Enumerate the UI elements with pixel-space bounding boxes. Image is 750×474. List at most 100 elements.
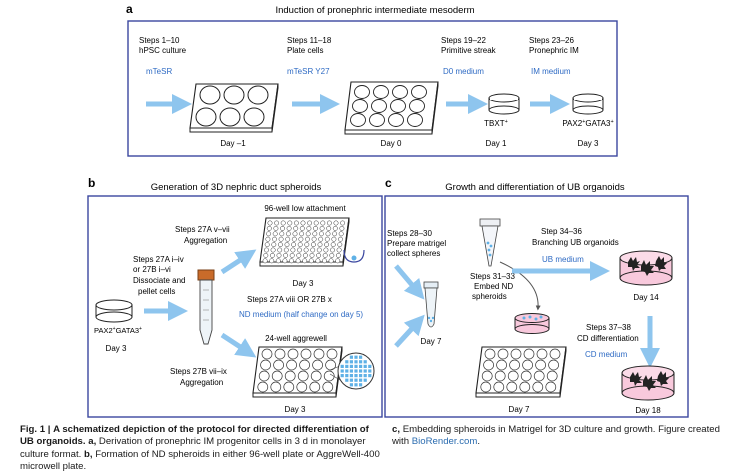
well (310, 370, 322, 382)
well (519, 381, 531, 393)
well (318, 236, 324, 242)
plate-96 (259, 217, 350, 267)
well (277, 242, 283, 248)
microwell (368, 369, 372, 373)
microwell (359, 364, 363, 368)
well (297, 247, 302, 253)
panel-a: a Induction of pronephric intermediate m… (126, 2, 618, 157)
well (316, 252, 322, 258)
dissociate-desc2: pellet cells (138, 287, 175, 296)
well (324, 242, 330, 248)
cd-steps: Steps 37–38 (586, 323, 631, 332)
well (340, 220, 346, 226)
day-a4-label: Day 3 (578, 139, 599, 148)
caption-b-label: b, (84, 448, 93, 460)
panel-b-title: Generation of 3D nephric duct spheroids (151, 182, 322, 193)
start-day: Day 3 (106, 344, 127, 353)
well (536, 348, 548, 360)
well (299, 231, 305, 237)
caption-c-text: Embedding spheroids in Matrigel for 3D c… (392, 424, 720, 448)
well (258, 370, 270, 382)
well (523, 348, 535, 360)
well (546, 370, 558, 382)
panel-c: c Growth and differentiation of UB organ… (384, 176, 689, 418)
well (330, 242, 336, 248)
well (320, 220, 326, 226)
well (533, 370, 545, 382)
well (286, 225, 292, 231)
well (283, 247, 289, 253)
well (296, 252, 302, 258)
panel-a-letter: a (126, 2, 133, 16)
well (291, 236, 297, 242)
day-a3-label: Day 1 (486, 139, 507, 148)
well (286, 359, 297, 371)
embed-desc1: Embed ND (474, 282, 513, 291)
microwell (345, 369, 349, 373)
well (319, 225, 325, 231)
cd-medium: CD medium (585, 350, 628, 359)
step-a3-desc: Primitive streak (441, 46, 497, 55)
well (310, 242, 316, 248)
well (283, 252, 289, 258)
microwell (354, 383, 358, 387)
cd-day: Day 18 (635, 406, 661, 415)
plate96-day: Day 3 (293, 279, 314, 288)
microwell (354, 360, 358, 364)
well (548, 359, 559, 371)
well (264, 247, 269, 253)
microwell (345, 374, 349, 378)
well (335, 252, 341, 258)
well (480, 381, 492, 393)
well (313, 220, 319, 226)
well (535, 359, 546, 371)
caption-right: c, Embedding spheroids in Matrigel for 3… (392, 424, 737, 449)
microwell (354, 369, 358, 373)
branch-desc: Branching UB organoids (532, 238, 619, 247)
microwell (363, 378, 367, 382)
well (322, 258, 327, 264)
microwell (349, 369, 353, 373)
agg2-desc: Aggregation (180, 378, 223, 387)
branch-medium: UB medium (542, 255, 584, 264)
prep-desc1: Prepare matrigel (387, 239, 446, 248)
well (333, 220, 339, 226)
well (300, 348, 312, 360)
well (277, 247, 283, 253)
microwell (349, 364, 353, 368)
well (257, 381, 269, 393)
agg1-steps: Steps 27A v–vii (175, 225, 230, 234)
biorender-link[interactable]: BioRender.com (411, 436, 478, 448)
dissociate-desc1: Dissociate and (133, 276, 185, 285)
well (272, 231, 278, 237)
well (331, 236, 337, 242)
well (299, 359, 310, 371)
plate-c-day: Day 7 (509, 405, 530, 414)
well (545, 381, 557, 393)
start-marker: PAX2+GATA3+ (94, 326, 142, 335)
pink-dish-small (514, 313, 550, 334)
well (311, 236, 317, 242)
well (299, 225, 305, 231)
branch-steps: Step 34–36 (541, 227, 582, 236)
well (332, 225, 338, 231)
microwell (359, 383, 363, 387)
well (273, 225, 279, 231)
panel-a-title: Induction of pronephric intermediate mes… (275, 5, 474, 16)
well (283, 381, 295, 393)
well (312, 231, 318, 237)
microwell (359, 378, 363, 382)
well (308, 258, 314, 264)
plate24-day: Day 3 (285, 405, 306, 414)
panel-c-frame (384, 195, 689, 418)
well (323, 247, 329, 253)
step-a4-medium: IM medium (531, 67, 571, 76)
step-a2-desc: Plate cells (287, 46, 323, 55)
caption-c-label: c, (392, 424, 401, 435)
well (328, 258, 334, 264)
panel-c-letter: c (385, 176, 392, 190)
well (264, 242, 270, 248)
well (302, 252, 308, 258)
branch-day: Day 14 (633, 293, 659, 302)
